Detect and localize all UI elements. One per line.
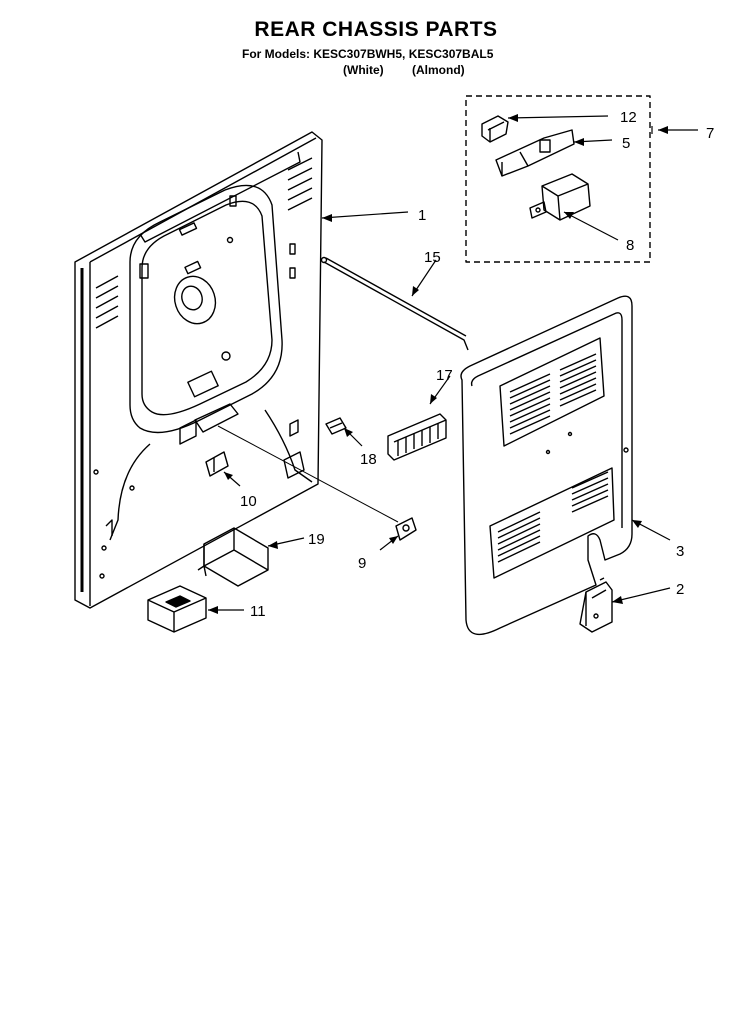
callout-9: 9 — [358, 555, 366, 572]
callout-7: 7 — [706, 125, 714, 142]
callout-19: 19 — [308, 531, 325, 548]
small-bracket — [217, 425, 417, 541]
wire-bracket — [205, 451, 229, 477]
mount-bracket — [495, 129, 575, 177]
small-cover — [579, 577, 613, 633]
module-box — [147, 585, 207, 633]
callout-15: 15 — [424, 249, 441, 266]
relay-part — [529, 173, 591, 221]
page-title: REAR CHASSIS PARTS — [254, 18, 498, 41]
callout-12: 12 — [620, 109, 637, 126]
callout-8: 8 — [626, 237, 634, 254]
callout-2: 2 — [676, 581, 684, 598]
models-label: For Models: KESC307BWH5, KESC307BAL5 — [242, 47, 494, 61]
variant-white: (White) — [343, 63, 384, 77]
callout-3: 3 — [676, 543, 684, 560]
rear-chassis-panel — [74, 131, 323, 609]
sub-assembly-box — [465, 95, 651, 263]
callout-18: 18 — [360, 451, 377, 468]
arrowheads — [208, 114, 668, 614]
rear-access-cover — [460, 295, 633, 636]
switch-part — [481, 115, 509, 143]
callout-5: 5 — [622, 135, 630, 152]
variant-almond: (Almond) — [412, 63, 465, 77]
callout-10: 10 — [240, 493, 257, 510]
rod-part — [320, 256, 469, 351]
callout-17: 17 — [436, 367, 453, 384]
terminal-block — [387, 413, 447, 461]
clip-part — [325, 417, 347, 435]
callout-1: 1 — [418, 207, 426, 224]
shield-bracket — [197, 527, 269, 587]
callout-11: 11 — [250, 603, 266, 620]
callout-labels: 1 12 5 7 8 15 17 18 10 3 19 9 2 11 — [240, 109, 714, 620]
leader-lines — [208, 115, 698, 611]
